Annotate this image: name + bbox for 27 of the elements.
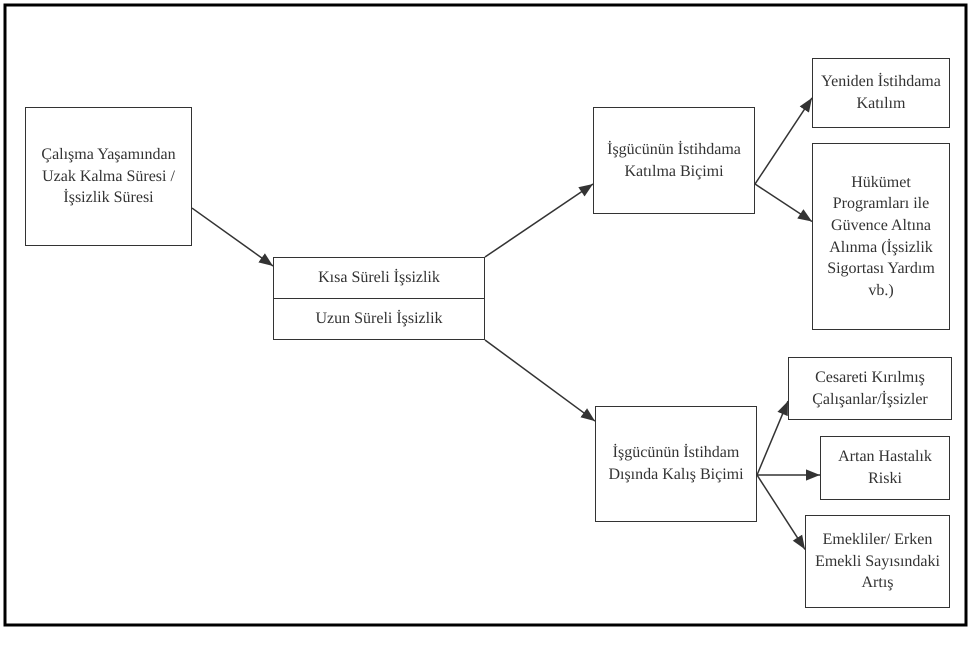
arrow [484,339,596,422]
box-label: Kısa Süreli İşsizlik [317,268,441,288]
process-box [273,257,485,340]
box-label: Cesareti Kırılmış Çalışanlar/İşsizler [811,368,929,410]
arrow [754,97,813,184]
process-box [25,107,192,246]
process-box [820,436,950,500]
arrow [754,183,812,222]
arrow [757,469,820,481]
arrow [484,183,594,258]
process-box [805,515,950,608]
process-box [788,357,952,420]
box-label: Artan Hastalık Riski [837,447,933,489]
box-label: Emekliler/ Erken Emekli Sayısındaki Artış [814,530,941,594]
process-box [812,143,950,330]
box-label: Uzun Süreli İşsizlik [274,298,484,339]
arrow [756,474,806,550]
box-label: İşgücünün İstihdam Dışında Kalış Biçimi [607,442,745,485]
box-label: Yeniden İstihdama Katılım [820,72,942,114]
arrow [756,400,789,476]
box-label: İşgücünün İstihdama Katılma Biçimi [606,140,742,182]
box-label: Çalışma Yaşamından Uzak Kalma Süresi / İşsizlik Süresi [40,145,177,208]
process-box [593,107,755,214]
box-label: Hükümet Programları ile Güvence Altına Alınma (İşsizlik Sigortası Yardım vb.) [826,172,936,301]
arrow [192,207,274,267]
process-box [812,58,950,128]
process-box [595,406,757,522]
